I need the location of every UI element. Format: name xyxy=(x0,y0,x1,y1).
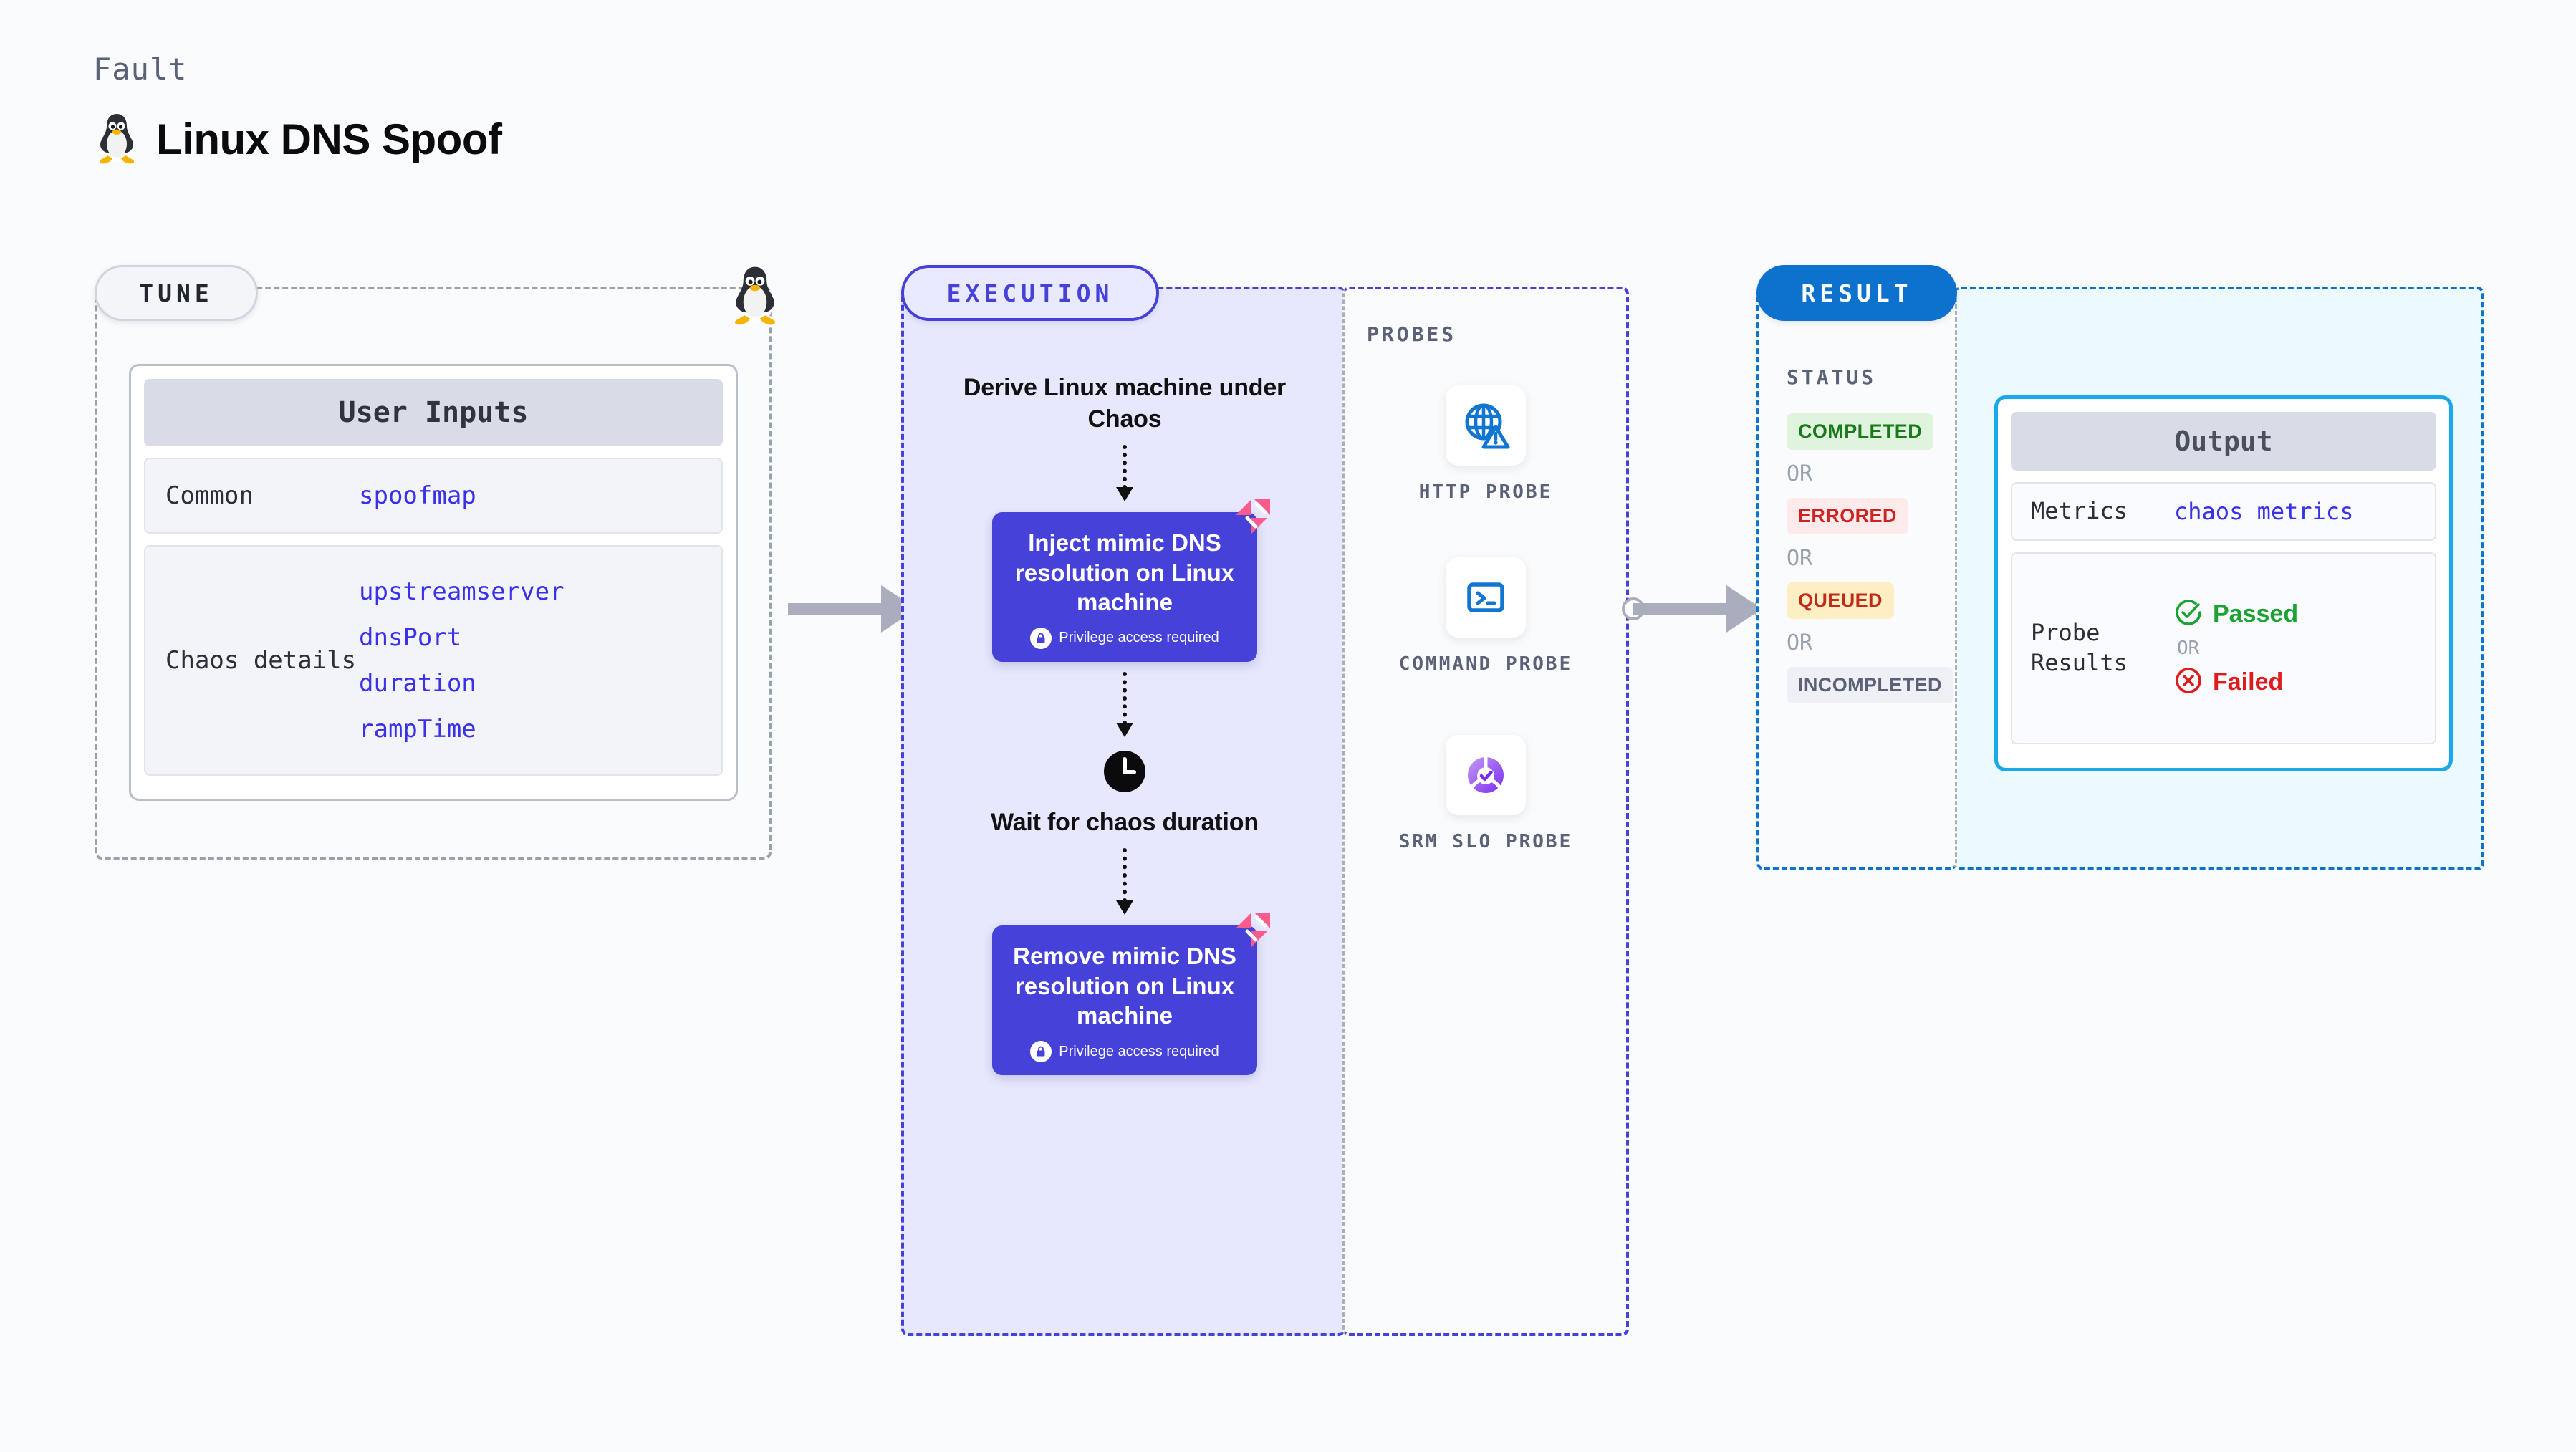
row-value[interactable]: duration xyxy=(359,669,476,698)
or-separator: OR xyxy=(1787,546,1813,571)
probe-http[interactable]: HTTP PROBE xyxy=(1393,385,1579,505)
status-region xyxy=(1756,287,1957,870)
flow-arrow-icon xyxy=(1116,848,1133,915)
probe-label: COMMAND PROBE xyxy=(1398,653,1573,675)
row-key: Chaos details xyxy=(165,646,357,675)
step-remove-dns-card[interactable]: Remove mimic DNS resolution on Linux mac… xyxy=(992,913,1270,1076)
wait-step xyxy=(938,749,1311,797)
status-column: STATUS COMPLETED OR ERRORED OR QUEUED OR… xyxy=(1787,365,1953,703)
lock-icon xyxy=(1030,627,1052,649)
step-note-text: Privilege access required xyxy=(1059,1043,1219,1059)
harness-chaos-flag-icon xyxy=(1233,496,1273,537)
status-heading: STATUS xyxy=(1787,365,1877,389)
tune-stage-label: TUNE xyxy=(95,265,258,321)
status-badge-completed: COMPLETED xyxy=(1787,413,1934,450)
output-row-probe-results: Probe Results Passed OR xyxy=(2011,552,2436,744)
tune-region xyxy=(95,287,772,860)
step-inject-dns-card[interactable]: Inject mimic DNS resolution on Linux mac… xyxy=(992,499,1270,662)
step-wait-title: Wait for chaos duration xyxy=(991,808,1259,836)
user-inputs-row-chaos-details: Chaos details upstreamserver dnsPort dur… xyxy=(144,545,723,776)
step-title: Remove mimic DNS resolution on Linux mac… xyxy=(1013,943,1236,1029)
connector-shaft xyxy=(788,603,903,615)
row-key: Common xyxy=(165,481,254,510)
probe-command[interactable]: COMMAND PROBE xyxy=(1393,557,1579,677)
x-circle-icon xyxy=(2174,666,2203,698)
output-row-metrics: Metrics chaos metrics xyxy=(2011,482,2436,541)
connector-shaft xyxy=(1633,603,1748,615)
step-note: Privilege access required xyxy=(1005,627,1244,649)
flow-arrow-icon xyxy=(1116,671,1133,737)
user-inputs-title: User Inputs xyxy=(144,379,723,446)
harness-chaos-flag-icon xyxy=(1233,910,1273,950)
row-value[interactable]: rampTime xyxy=(359,715,476,744)
step-derive-machine: Derive Linux machine under Chaos xyxy=(963,374,1287,433)
step-title: Inject mimic DNS resolution on Linux mac… xyxy=(1014,529,1235,616)
output-value[interactable]: chaos metrics xyxy=(2174,498,2354,525)
or-separator: OR xyxy=(1787,461,1813,486)
status-badge-queued: QUEUED xyxy=(1787,582,1894,619)
result-stage-label: RESULT xyxy=(1756,265,1957,321)
linux-penguin-icon xyxy=(95,111,139,168)
execution-stage-label: EXECUTION xyxy=(901,265,1159,321)
terminal-icon xyxy=(1446,557,1526,638)
or-separator: OR xyxy=(2177,638,2200,659)
page-title: Linux DNS Spoof xyxy=(156,115,502,163)
probe-label: SRM SLO PROBE xyxy=(1398,831,1573,852)
lock-icon xyxy=(1030,1041,1052,1063)
page-title-row: Linux DNS Spoof xyxy=(95,111,502,168)
flow-arrow-icon xyxy=(1116,445,1133,502)
probe-srm-slo[interactable]: SRM SLO PROBE xyxy=(1393,735,1579,855)
check-circle-icon xyxy=(2174,598,2203,630)
probes-heading: PROBES xyxy=(1367,322,1457,346)
row-value[interactable]: upstreamserver xyxy=(359,577,564,606)
row-value[interactable]: spoofmap xyxy=(359,481,476,510)
probe-verdict-passed: Passed xyxy=(2174,598,2298,630)
globe-warning-icon xyxy=(1446,385,1526,466)
user-inputs-row-common: Common spoofmap xyxy=(144,458,723,534)
probe-label: HTTP PROBE xyxy=(1418,481,1553,503)
output-key: Metrics xyxy=(2031,497,2128,525)
probe-verdict-text: Passed xyxy=(2213,600,2299,628)
or-separator: OR xyxy=(1787,630,1813,655)
probe-verdict-failed: Failed xyxy=(2174,666,2298,698)
row-value[interactable]: dnsPort xyxy=(359,623,462,652)
status-badge-errored: ERRORED xyxy=(1787,498,1908,534)
slo-donut-check-icon xyxy=(1446,735,1526,815)
execution-flow: Derive Linux machine under Chaos Inject … xyxy=(938,372,1311,1076)
probe-verdict-text: Failed xyxy=(2213,668,2284,696)
output-title: Output xyxy=(2011,412,2436,471)
linux-penguin-icon xyxy=(729,264,781,329)
step-note-text: Privilege access required xyxy=(1059,630,1219,646)
output-key: Probe Results xyxy=(2031,619,2128,676)
status-badge-incompleted: INCOMPLETED xyxy=(1787,667,1953,703)
output-card: Output Metrics chaos metrics Probe Resul… xyxy=(1994,395,2453,771)
step-note: Privilege access required xyxy=(1005,1041,1244,1063)
clock-icon xyxy=(1102,749,1147,797)
user-inputs-card: User Inputs Common spoofmap Chaos detail… xyxy=(129,364,738,801)
page-kicker: Fault xyxy=(93,52,188,87)
